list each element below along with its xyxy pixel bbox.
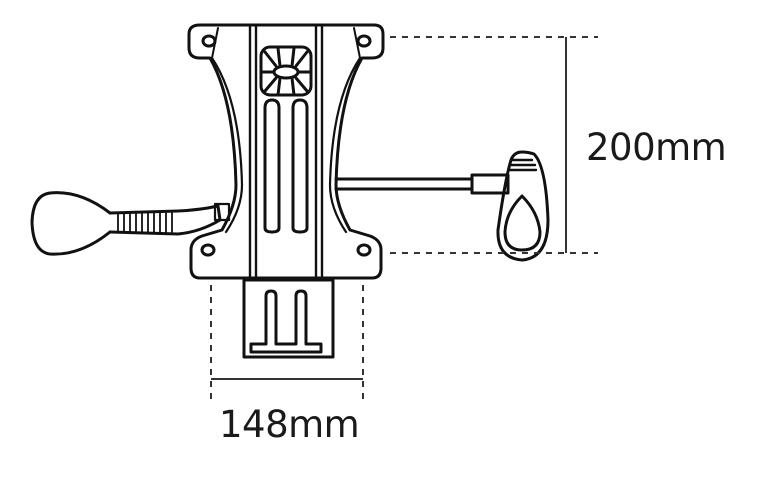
adjustment-slots [263, 98, 309, 234]
tension-knob [259, 45, 313, 97]
left-lever [30, 191, 231, 256]
bolt-hole-top-left [201, 34, 217, 48]
height-dimension [390, 36, 598, 254]
base-block [242, 278, 335, 359]
bolt-hole-bottom-left [200, 243, 216, 257]
width-dimension [210, 285, 364, 403]
mounting-plate [187, 23, 385, 280]
height-dimension-label: 200mm [586, 126, 727, 169]
right-lever [334, 150, 550, 262]
center-rails [248, 23, 324, 280]
width-dimension-label: 148mm [219, 403, 360, 446]
bolt-hole-top-right [356, 34, 372, 48]
bolt-hole-bottom-right [356, 243, 372, 257]
